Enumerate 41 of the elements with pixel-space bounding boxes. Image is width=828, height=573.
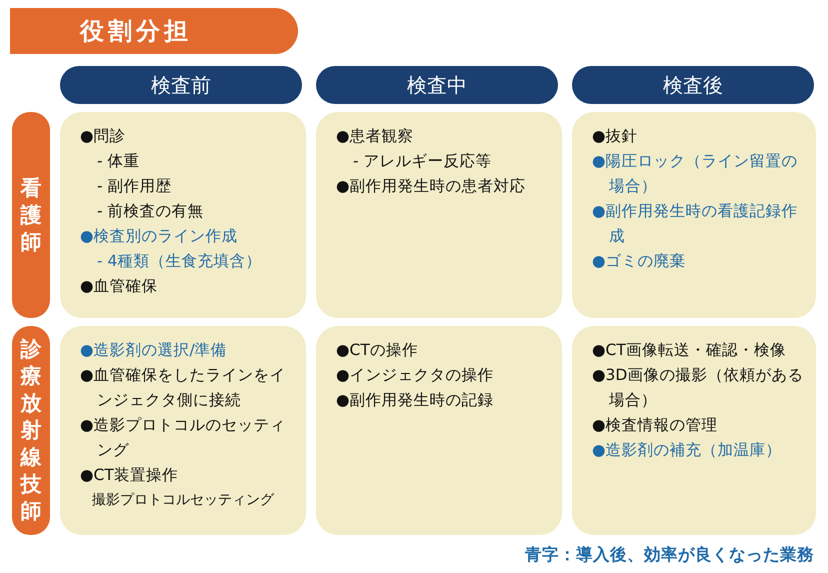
row-header — [12, 112, 50, 318]
task-card — [572, 326, 816, 535]
sub-item: - 前検査の有無 — [96, 201, 205, 222]
column-header: 検査後 — [572, 66, 814, 104]
note-text: 撮影プロトコルセッティング — [91, 491, 276, 510]
bullet-item: ●副作用発生時の看護記録作成 — [592, 201, 799, 247]
bullet-item: ●陽圧ロック（ライン留置の場合） — [592, 151, 799, 197]
task-card — [60, 112, 306, 318]
sub-item: - 4種類（生食充填含） — [96, 251, 262, 272]
bullet-item: ●検査別のライン作成 — [80, 226, 239, 247]
task-card — [572, 112, 816, 318]
row-label: 看護師 — [20, 174, 42, 256]
sub-item: - アレルギー反応等 — [352, 151, 493, 172]
column-header: 検査中 — [316, 66, 558, 104]
bullet-item: ●CTの操作 — [336, 340, 419, 361]
row-header — [12, 326, 50, 535]
bullet-item: ●インジェクタの操作 — [336, 365, 495, 386]
bullet-item: ●抜針 — [592, 126, 639, 147]
row-label: 診療放射線技師 — [20, 336, 42, 525]
sub-item: - 体重 — [96, 151, 141, 172]
task-card — [316, 326, 562, 535]
task-card — [60, 326, 306, 535]
sub-item: - 副作用歴 — [96, 176, 173, 197]
bullet-item: ●検査情報の管理 — [592, 415, 719, 436]
bullet-item: ●CT装置操作 — [80, 465, 179, 486]
bullet-item: ●造影剤の補充（加温庫） — [592, 440, 783, 461]
title-banner: 役割分担 — [10, 8, 298, 54]
bullet-item: ●3D画像の撮影（依頼がある場合） — [592, 365, 804, 411]
bullet-item: ●患者観察 — [336, 126, 415, 147]
note-text: 青字：導入後、効率が良くなった業務 — [525, 544, 814, 566]
task-card — [316, 112, 562, 318]
bullet-item: ●CT画像転送・確認・検像 — [592, 340, 787, 361]
bullet-item: ●造影プロトコルのセッティング — [80, 415, 287, 461]
bullet-item: ●副作用発生時の患者対応 — [336, 176, 527, 197]
bullet-item: ●血管確保をしたラインをインジェクタ側に接続 — [80, 365, 287, 411]
bullet-item: ●造影剤の選択/準備 — [80, 340, 228, 361]
bullet-item: ●問診 — [80, 126, 127, 147]
bullet-item: ●ゴミの廃棄 — [592, 251, 687, 272]
bullet-item: ●血管確保 — [80, 276, 159, 297]
bullet-item: ●副作用発生時の記録 — [336, 390, 495, 411]
column-header: 検査前 — [60, 66, 302, 104]
